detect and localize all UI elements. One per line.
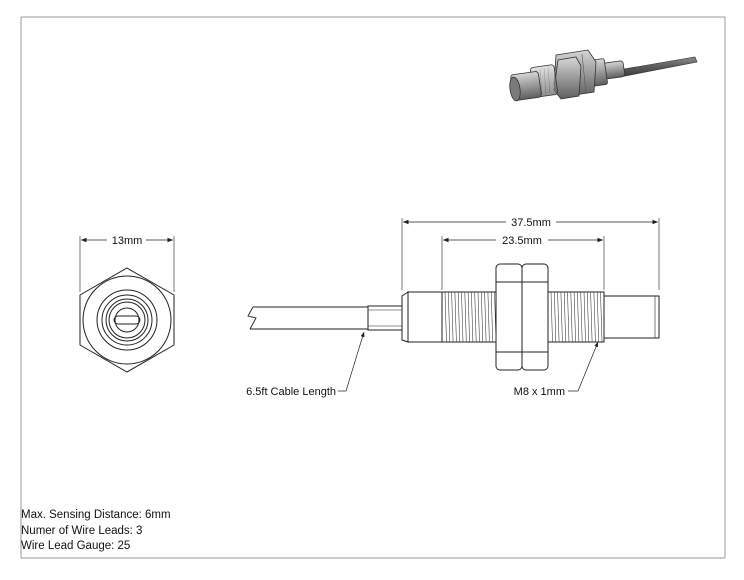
thread-spec-callout: M8 x 1mm (514, 386, 565, 398)
side-dimensions (338, 218, 660, 392)
sheet-border (20, 16, 726, 559)
note-wire-leads: Numer of Wire Leads: 3 (21, 524, 143, 537)
dim-overall-length-label: 37.5mm (511, 217, 551, 229)
isometric-sensor-render (509, 49, 698, 102)
note-sensing-distance: Max. Sensing Distance: 6mm (21, 509, 171, 521)
spec-notes: Max. Sensing Distance: 6mm Numer of Wire… (21, 508, 171, 555)
end-view (79, 236, 175, 373)
side-view (247, 263, 660, 371)
dim-thread-length-label: 23.5mm (502, 235, 542, 247)
nut-chamfer-circle (82, 275, 172, 365)
hex-outline (79, 267, 175, 373)
thread-lines (444, 291, 603, 343)
cable-length-callout: 6.5ft Cable Length (246, 386, 336, 398)
dim-width-label: 13mm (112, 235, 143, 247)
note-wire-gauge: Wire Lead Gauge: 25 (21, 540, 131, 552)
